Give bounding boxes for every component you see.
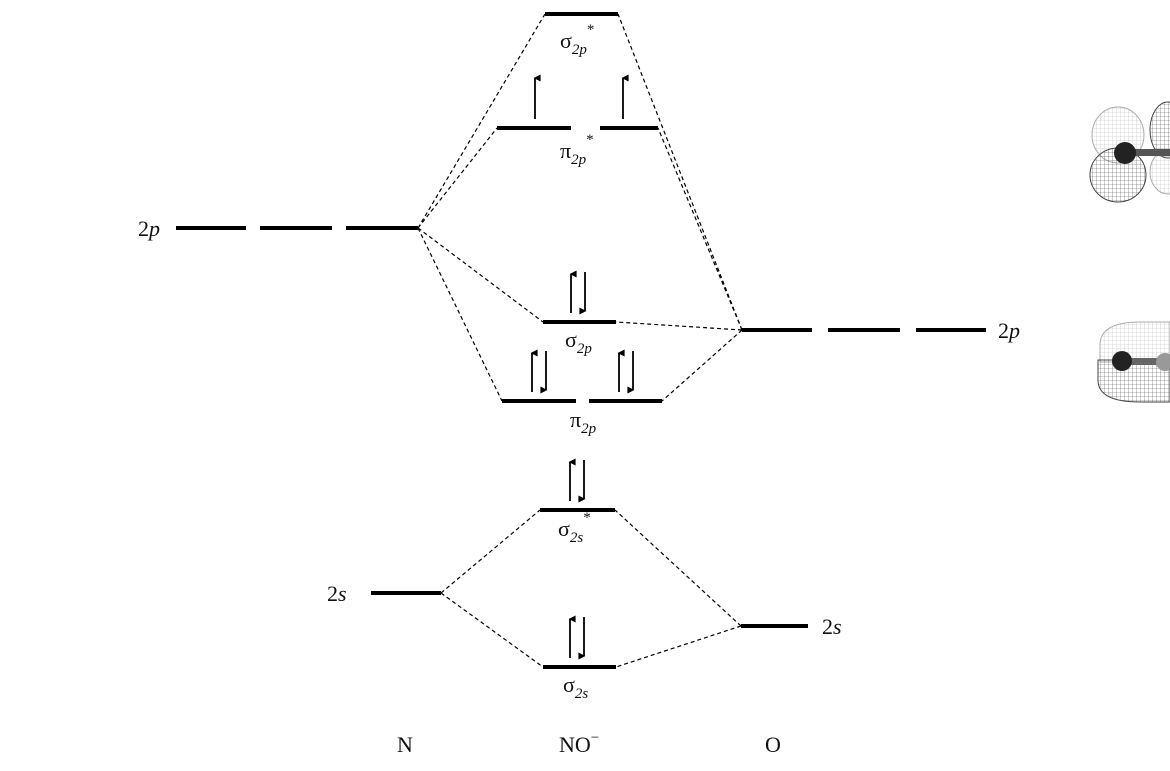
sigma-2p-label: σ2p <box>565 327 592 357</box>
pi-orbital-image <box>1097 321 1170 403</box>
o-2p-level: 2p <box>742 318 1020 343</box>
sigma-2s-level: σ2s <box>543 615 616 702</box>
n-2p-level: 2p <box>138 216 418 241</box>
molecule-label-no-minus: NO− <box>559 730 599 757</box>
pi-2p-star-level: π2p* <box>497 74 658 168</box>
pi-star-orbital-image <box>1089 101 1170 203</box>
n-2s-level: 2s <box>327 581 441 606</box>
correlation-lines <box>417 13 743 668</box>
o-2s-level: 2s <box>741 614 842 639</box>
sigma-2p-level: σ2p <box>543 270 616 357</box>
atom-label-n: N <box>397 732 413 757</box>
atom-label-o: O <box>765 732 781 757</box>
pi-2p-star-label: π2p* <box>560 132 594 168</box>
n-2p-label: 2p <box>138 216 160 241</box>
pi-2p-label: π2p <box>570 407 597 437</box>
sigma-2p-star-level: σ2p* <box>545 12 618 58</box>
o-2p-label: 2p <box>998 318 1020 343</box>
sigma-2p-star-label: σ2p* <box>560 22 594 58</box>
n-2s-label: 2s <box>327 581 347 606</box>
sigma-2s-star-level: σ2s* <box>540 458 615 546</box>
o-2s-label: 2s <box>822 614 842 639</box>
sigma-2s-label: σ2s <box>563 672 588 702</box>
pi-2p-level: π2p <box>502 349 662 437</box>
sigma-2s-star-label: σ2s* <box>558 510 591 546</box>
